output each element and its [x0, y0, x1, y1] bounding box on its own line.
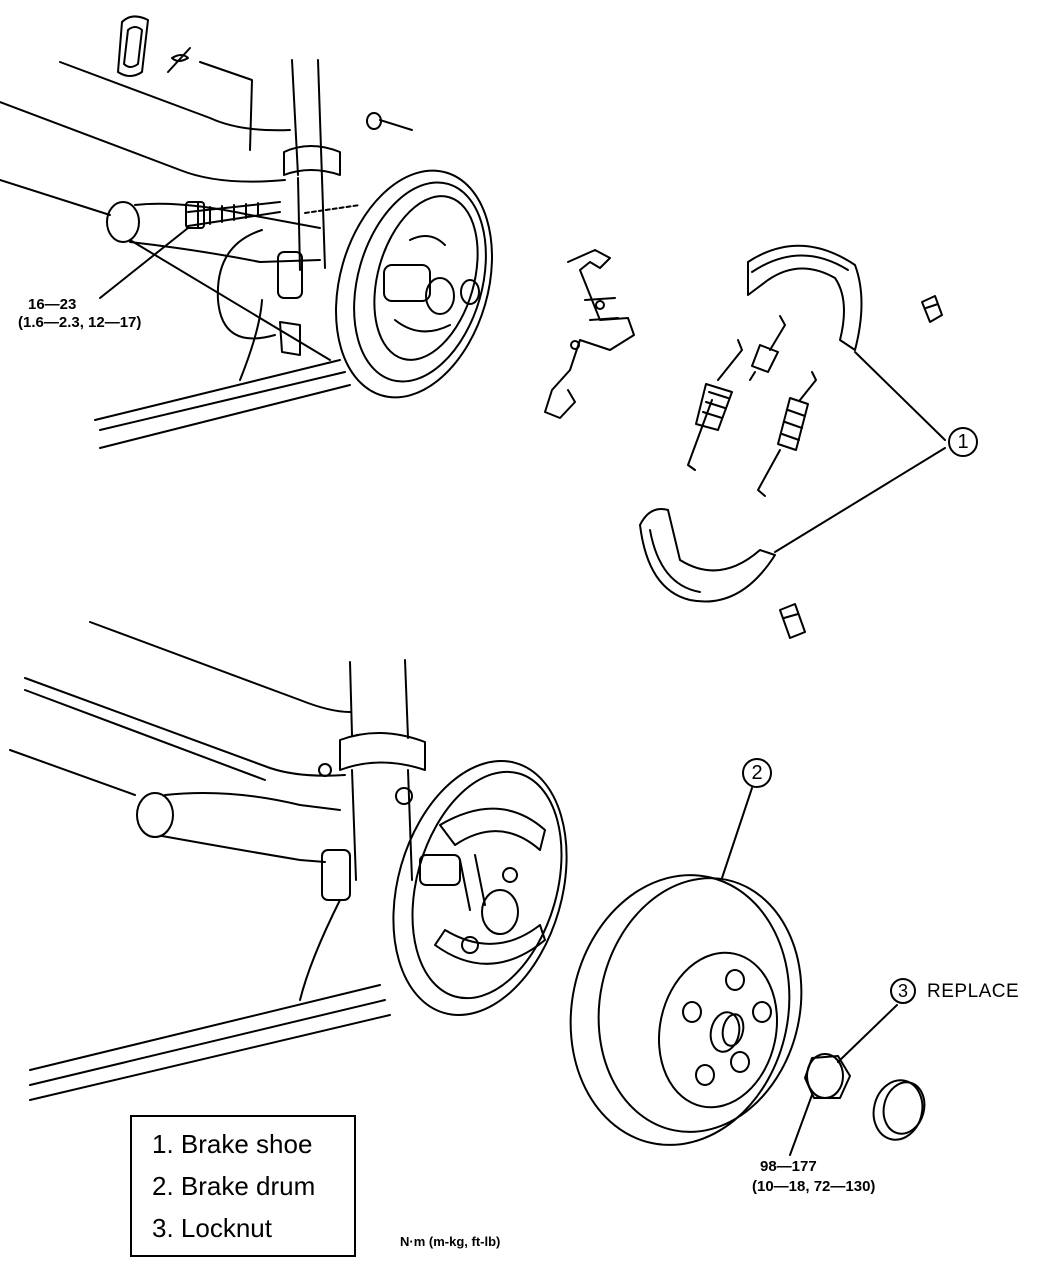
brake-drum: [569, 874, 803, 1146]
upper-assembly: [0, 15, 493, 449]
parking-brake-lever: [544, 249, 635, 419]
legend-box: 1. Brake shoe 2. Brake drum 3. Locknut: [130, 1115, 356, 1257]
hub-cap: [872, 1079, 926, 1141]
leader-line-torque-upper: [99, 227, 189, 299]
lower-assembly: [9, 621, 568, 1101]
callout-1: 1: [948, 427, 978, 457]
retainer-clips: [779, 295, 943, 639]
leader-line-1a: [854, 351, 946, 441]
callout-2: 2: [742, 758, 772, 788]
torque-lower-nm: 98—177: [760, 1158, 817, 1175]
torque-upper-nm: 16—23: [28, 296, 77, 313]
locknut: [804, 1053, 851, 1099]
leader-line-torque-lower: [789, 1094, 813, 1156]
springs: [687, 315, 817, 497]
brake-shoe-lower: [639, 508, 776, 603]
leader-line-2: [721, 787, 753, 879]
legend-item-brake-shoe: 1. Brake shoe: [152, 1129, 313, 1159]
torque-upper-alt: (1.6—2.3, 12—17): [18, 314, 142, 331]
leader-line-3: [837, 1004, 898, 1063]
torque-lower-alt: (10—18, 72—130): [752, 1178, 876, 1195]
legend-item-brake-drum: 2. Brake drum: [152, 1171, 316, 1201]
leader-line-1b: [774, 447, 946, 553]
torque-units: N·m (m-kg, ft-lb): [400, 1234, 501, 1249]
callout-3: 3: [890, 978, 916, 1004]
brake-shoe-upper: [747, 244, 863, 351]
legend-item-locknut: 3. Locknut: [152, 1213, 272, 1243]
replace-note: REPLACE: [927, 981, 1020, 1002]
